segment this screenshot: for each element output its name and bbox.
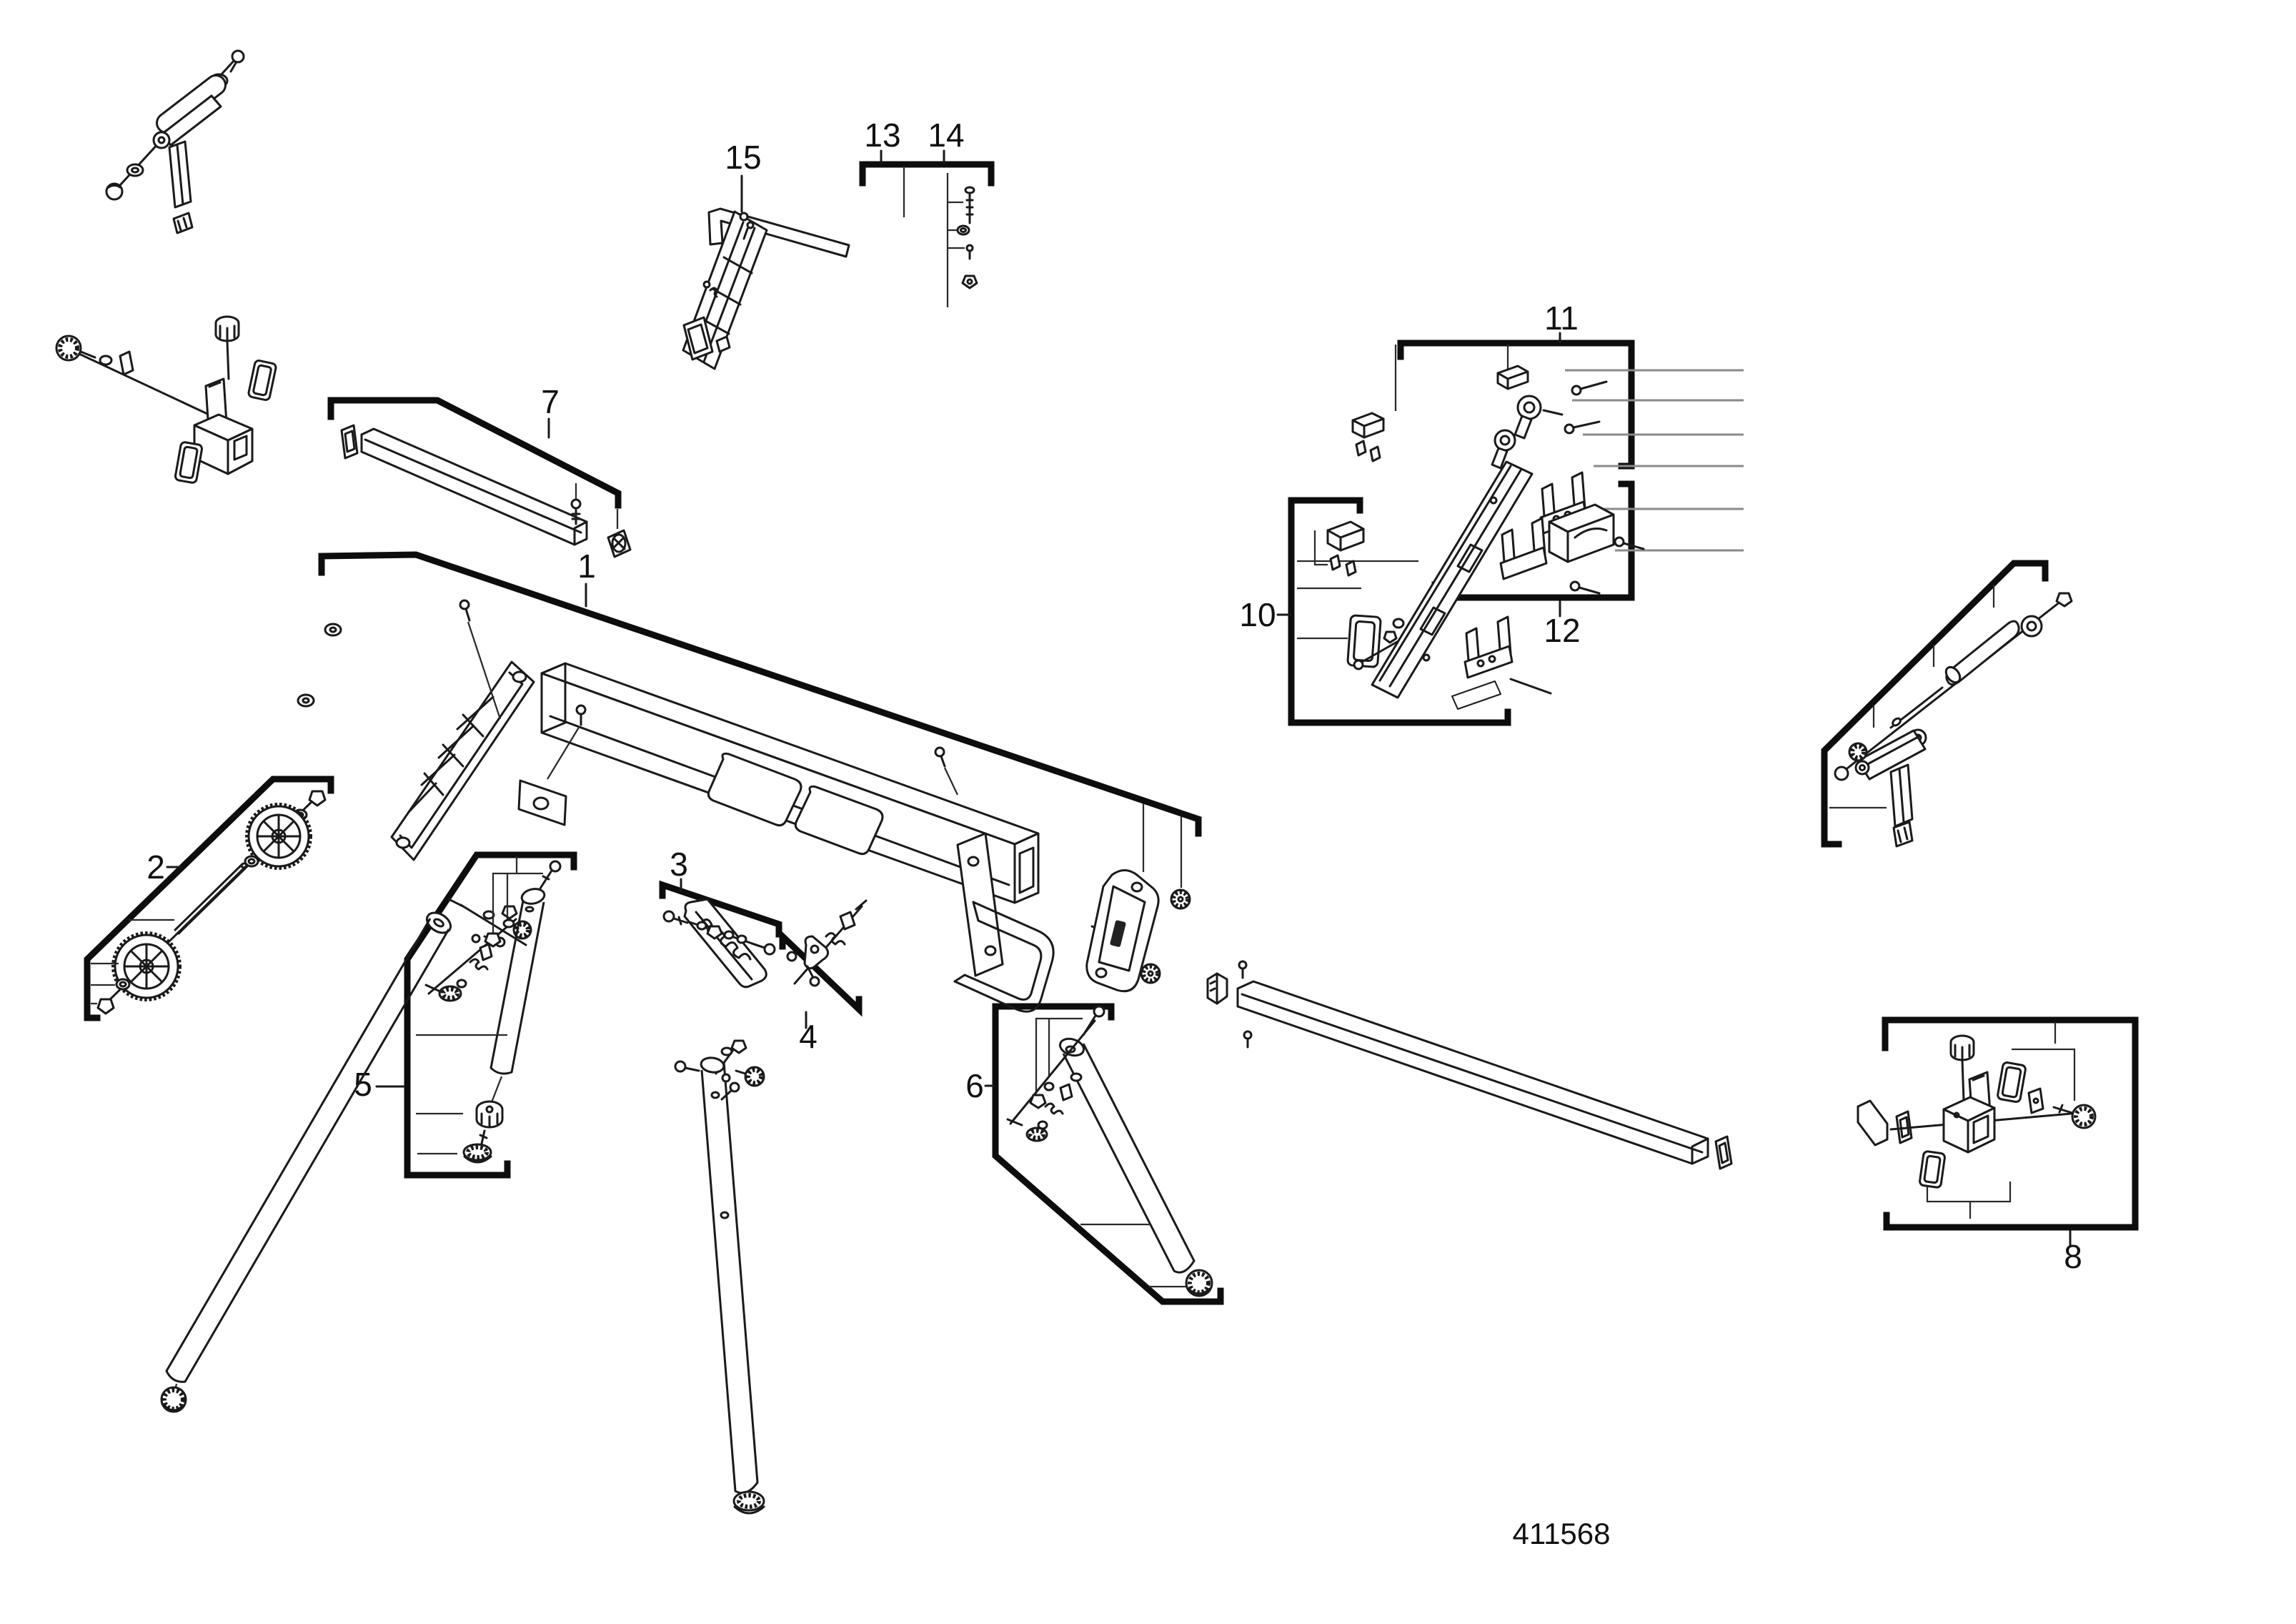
bracket-8 <box>1882 1016 2139 1231</box>
leg-knob-icon <box>475 1100 504 1129</box>
extension-rail <box>1236 980 1733 1170</box>
cam-lever-icon <box>1514 395 1542 440</box>
part-3-latch-handle <box>662 898 776 989</box>
callout-15: 15 <box>725 139 761 176</box>
callout-brackets <box>84 161 2139 1305</box>
clamp-knob-icon <box>1949 1034 1975 1102</box>
nut-icon <box>96 998 115 1015</box>
callout-7: 7 <box>541 383 560 420</box>
assembly-material-stop <box>105 49 245 234</box>
screw-icon <box>459 599 470 610</box>
nut-icon <box>961 274 978 289</box>
part-14-fasteners <box>946 173 978 307</box>
bracket-roller-arm <box>1821 560 2049 848</box>
callout-8: 8 <box>2064 1238 2082 1275</box>
callout-3: 3 <box>670 846 688 883</box>
nut-icon <box>2055 592 2073 608</box>
part-2-wheel-assembly <box>91 790 327 1015</box>
bracket-3 <box>659 880 782 938</box>
brand-logo <box>1110 920 1126 947</box>
bolt-icon <box>763 943 776 956</box>
leg-cup-icon <box>1451 615 1552 710</box>
leg-foot-icon <box>732 1490 765 1515</box>
screw-icon <box>231 49 245 64</box>
screw-icon <box>575 704 587 716</box>
callout-11: 11 <box>1544 299 1579 337</box>
washer-icon <box>956 224 970 236</box>
left-leg-mount-casting <box>390 660 535 861</box>
screw-icon <box>570 498 582 510</box>
bracket-1 <box>318 551 1202 837</box>
bracket-2 <box>84 776 334 1021</box>
callout-1: 1 <box>577 548 596 585</box>
part-5-leg-assembly <box>416 856 562 1164</box>
beam-end-face <box>1013 832 1040 904</box>
clip-icon <box>172 212 194 234</box>
part-6-leg-assembly <box>1006 1005 1213 1297</box>
screw-icon <box>934 746 945 758</box>
part-15-saw-mount <box>682 210 768 370</box>
callout-6: 6 <box>965 1067 984 1104</box>
callout-2: 2 <box>146 848 165 886</box>
leg-foot-icon <box>462 1143 492 1164</box>
assembly-roller-arm <box>1829 585 2073 848</box>
callout-14: 14 <box>928 117 964 154</box>
support-channel <box>1371 460 1534 699</box>
callout-13: 13 <box>864 117 900 154</box>
leg-foot-icon <box>1185 1269 1213 1297</box>
rail-end-cap <box>340 424 359 460</box>
nut-icon <box>308 790 327 807</box>
beam-mount-tab <box>517 779 567 826</box>
bracket-6 <box>992 1003 1224 1305</box>
carry-handle <box>953 901 1055 1013</box>
callout-4: 4 <box>799 1018 817 1055</box>
wheel-icon <box>245 803 312 870</box>
handle-grip <box>683 898 767 989</box>
bolt-icon <box>1093 1005 1105 1018</box>
front-center-leg <box>674 1039 765 1515</box>
part-7-rail <box>340 424 632 558</box>
rail-end-cap <box>1714 1135 1733 1170</box>
bracket-13-14 <box>859 161 995 187</box>
roller-housing <box>1548 503 1615 563</box>
bracket-4 <box>779 929 863 1017</box>
callout-5: 5 <box>354 1066 372 1103</box>
bolt-icon <box>549 860 562 873</box>
end-cap-icon <box>1834 766 1849 781</box>
leg-cup-icon <box>1499 517 1548 580</box>
cam-lever-icon <box>1491 429 1516 470</box>
support-arm <box>1854 728 1927 828</box>
wheel-icon <box>111 931 182 1001</box>
bracket-10 <box>1288 497 1511 726</box>
bolt-icon <box>662 910 675 923</box>
assembly-10-11-12 <box>1297 345 1744 710</box>
part-8-clamp-assembly <box>1857 1022 2097 1219</box>
part-4-latch-pin <box>786 899 868 987</box>
drawing-part-number: 411568 <box>1512 1517 1610 1550</box>
bracket-7 <box>327 397 622 509</box>
clip-icon <box>1892 821 1914 848</box>
end-cap-icon <box>105 182 124 201</box>
bolt-icon <box>674 1060 687 1073</box>
leg-foot-icon <box>160 1386 187 1413</box>
callout-labels: 1 2 3 4 5 6 7 8 10 11 12 13 14 15 <box>146 117 2082 1275</box>
roller-icon <box>1944 620 2020 685</box>
part-1-main-beam <box>297 599 1253 1049</box>
bracket-11 <box>1397 340 1635 470</box>
washer-icon <box>2020 615 2043 638</box>
callout-10: 10 <box>1239 596 1276 633</box>
assembly-left-clamp <box>55 315 277 484</box>
callout-12: 12 <box>1544 612 1580 649</box>
